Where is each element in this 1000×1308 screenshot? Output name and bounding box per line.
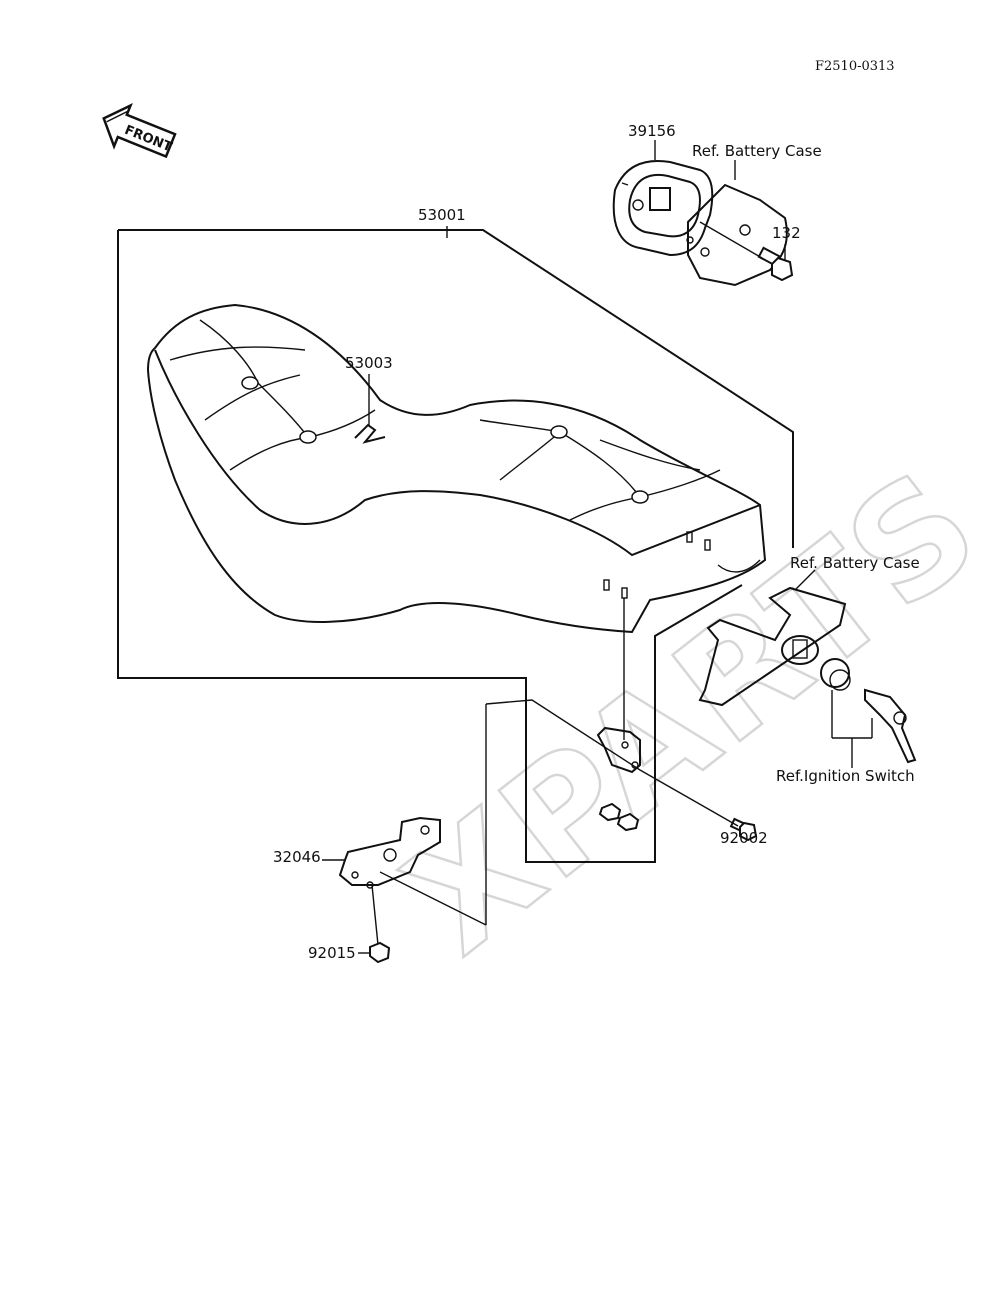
label-32046: 32046 [273,848,321,866]
lock-cover-icon [612,160,714,257]
axis-92015 [371,884,379,946]
leader-ref-battery-mid [794,569,816,591]
label-92002: 92002 [720,829,768,847]
label-53001: 53001 [418,206,466,224]
label-132: 132 [772,224,801,242]
nut-92015-icon [369,941,391,964]
label-39156: 39156 [628,122,676,140]
bolt-132-icon [757,246,794,282]
label-53003: 53003 [345,354,393,372]
bracket-32046-icon [338,816,441,889]
ignition-switch-icon [820,658,917,764]
seat-icon [146,303,767,634]
seat-assembly-outline [117,226,794,863]
label-ref-ignition: Ref.Ignition Switch [776,767,915,785]
label-ref-battery-top: Ref. Battery Case [692,142,822,160]
ignition-bracket [831,690,873,768]
nut-pair-icon [598,802,640,832]
diagram-code: F2510-0313 [815,59,895,74]
axis-92002 [485,699,739,827]
watermark-text: XPARTS [376,437,1000,987]
bolt-92002-icon [729,817,758,842]
watermark: XPARTS [375,436,1000,989]
label-92015: 92015 [308,944,356,962]
battery-case-lock-icon [698,586,847,707]
leader-132-axis [699,221,763,259]
label-ref-battery-mid: Ref. Battery Case [790,554,920,572]
front-arrow-icon: FRONT [102,102,177,159]
battery-case-plate-icon [686,183,788,287]
axis-bracket [379,871,487,926]
